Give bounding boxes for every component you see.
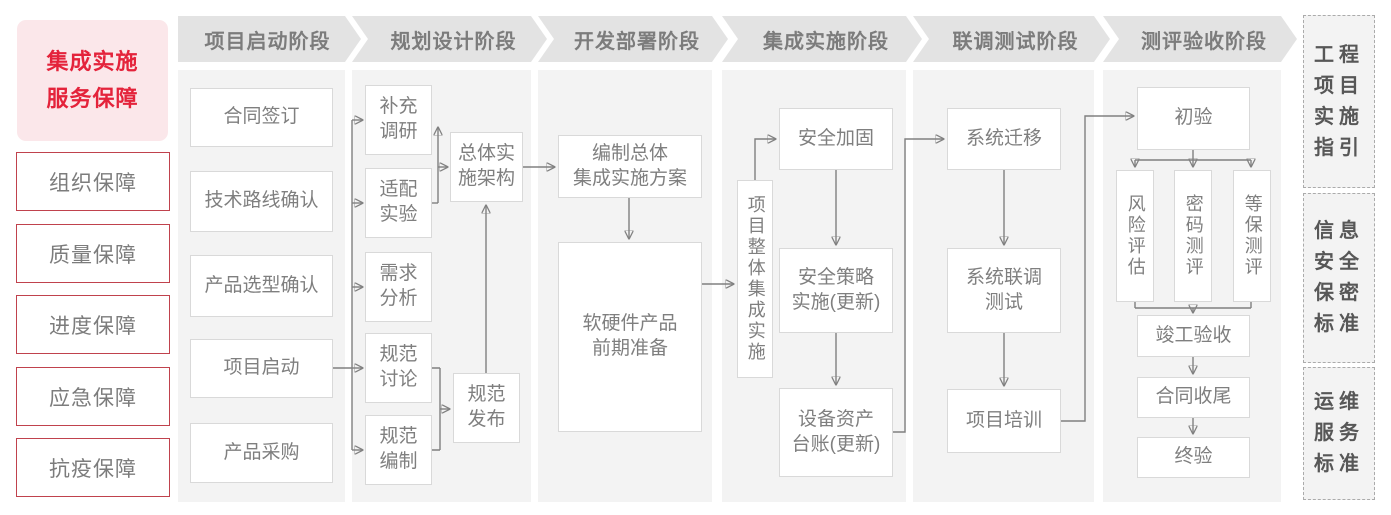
standard-panel-ops: 运维 服务 标准 [1303, 367, 1375, 500]
phase-header-testing: 联调测试阶段 [913, 16, 1110, 62]
legend-item-quality: 质量保障 [16, 224, 170, 283]
box-requirement-analysis: 需求 分析 [365, 252, 432, 322]
box-crypto-evaluation: 密码测评 [1174, 170, 1212, 302]
box-asset-ledger: 设备资产 台账(更新) [779, 388, 893, 477]
box-supplement-research: 补充 调研 [365, 85, 432, 155]
box-product-procurement: 产品采购 [190, 423, 333, 483]
box-initial-acceptance: 初验 [1137, 87, 1250, 150]
box-spec-release: 规范 发布 [453, 373, 520, 443]
box-risk-assessment: 风险评估 [1116, 170, 1154, 302]
standard-panel-project-guide: 工程 项目 实施 指引 [1303, 15, 1375, 188]
box-joint-testing: 系统联调 测试 [947, 248, 1061, 333]
box-project-kickoff: 项目启动 [190, 339, 333, 398]
box-classified-protection-evaluation-label: 等保测评 [1242, 194, 1263, 278]
phase-header-acceptance: 测评验收阶段 [1103, 16, 1297, 62]
legend-title: 集成实施 服务保障 [17, 20, 168, 141]
box-classified-protection-evaluation: 等保测评 [1233, 170, 1271, 302]
box-product-preparation: 软硬件产品 前期准备 [558, 242, 702, 432]
phase-header-development: 开发部署阶段 [538, 16, 728, 62]
box-spec-drafting: 规范 编制 [365, 415, 432, 485]
box-spec-discussion: 规范 讨论 [365, 333, 432, 403]
standard-panel-security: 信息 安全 保密 标准 [1303, 193, 1375, 363]
box-security-policy: 安全策略 实施(更新) [779, 248, 893, 333]
box-tech-route-confirm: 技术路线确认 [190, 171, 333, 232]
box-crypto-evaluation-label: 密码测评 [1183, 194, 1204, 278]
box-overall-architecture: 总体实 施架构 [450, 132, 523, 202]
box-overall-integration: 项目整体集成实施 [737, 180, 773, 378]
legend-item-epidemic: 抗疫保障 [16, 438, 170, 497]
box-risk-assessment-label: 风险评估 [1125, 194, 1146, 278]
legend-item-emergency: 应急保障 [16, 367, 170, 426]
legend-item-organization: 组织保障 [16, 152, 170, 211]
box-project-training: 项目培训 [947, 389, 1061, 453]
phase-header-planning: 规划设计阶段 [352, 16, 547, 62]
box-system-migration: 系统迁移 [947, 108, 1061, 170]
box-completion-acceptance: 竣工验收 [1137, 315, 1250, 357]
box-adaptation-test: 适配 实验 [365, 168, 432, 238]
box-contract-closure: 合同收尾 [1137, 377, 1250, 418]
box-product-selection-confirm: 产品选型确认 [190, 255, 333, 317]
phase-header-implementation: 集成实施阶段 [722, 16, 922, 62]
box-final-acceptance: 终验 [1137, 437, 1250, 478]
phase-header-start: 项目启动阶段 [178, 16, 361, 62]
box-contract-signing: 合同签订 [190, 88, 333, 147]
box-security-hardening: 安全加固 [779, 108, 893, 170]
legend-item-schedule: 进度保障 [16, 295, 170, 354]
box-overall-integration-plan: 编制总体 集成实施方案 [558, 135, 702, 198]
box-overall-integration-label: 项目整体集成实施 [745, 195, 766, 363]
